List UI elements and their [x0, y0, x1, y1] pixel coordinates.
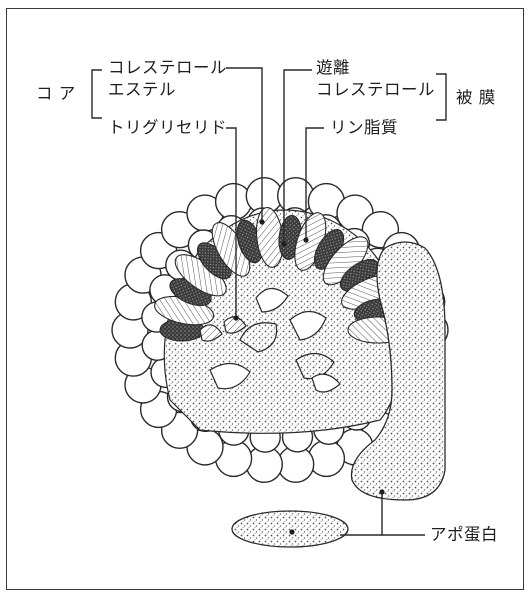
membrane-bump — [216, 184, 252, 220]
membrane-bump — [308, 440, 344, 476]
apoprotein-label: アポ蛋白 — [430, 525, 498, 544]
membrane-label: 被 膜 — [456, 88, 496, 107]
core-label: コ ア — [36, 84, 76, 103]
free-cholesterol-label-line2: コレステロール — [316, 80, 435, 99]
phospholipid-label: リン脂質 — [330, 118, 398, 137]
cholesterol-ester-label-line1: コレステロール — [108, 58, 227, 77]
free-cholesterol-label-line1: 遊離 — [316, 58, 350, 77]
triglyceride-label: トリグリセリド — [108, 118, 227, 137]
cholesterol-ester-label-line2: エステル — [108, 80, 176, 99]
